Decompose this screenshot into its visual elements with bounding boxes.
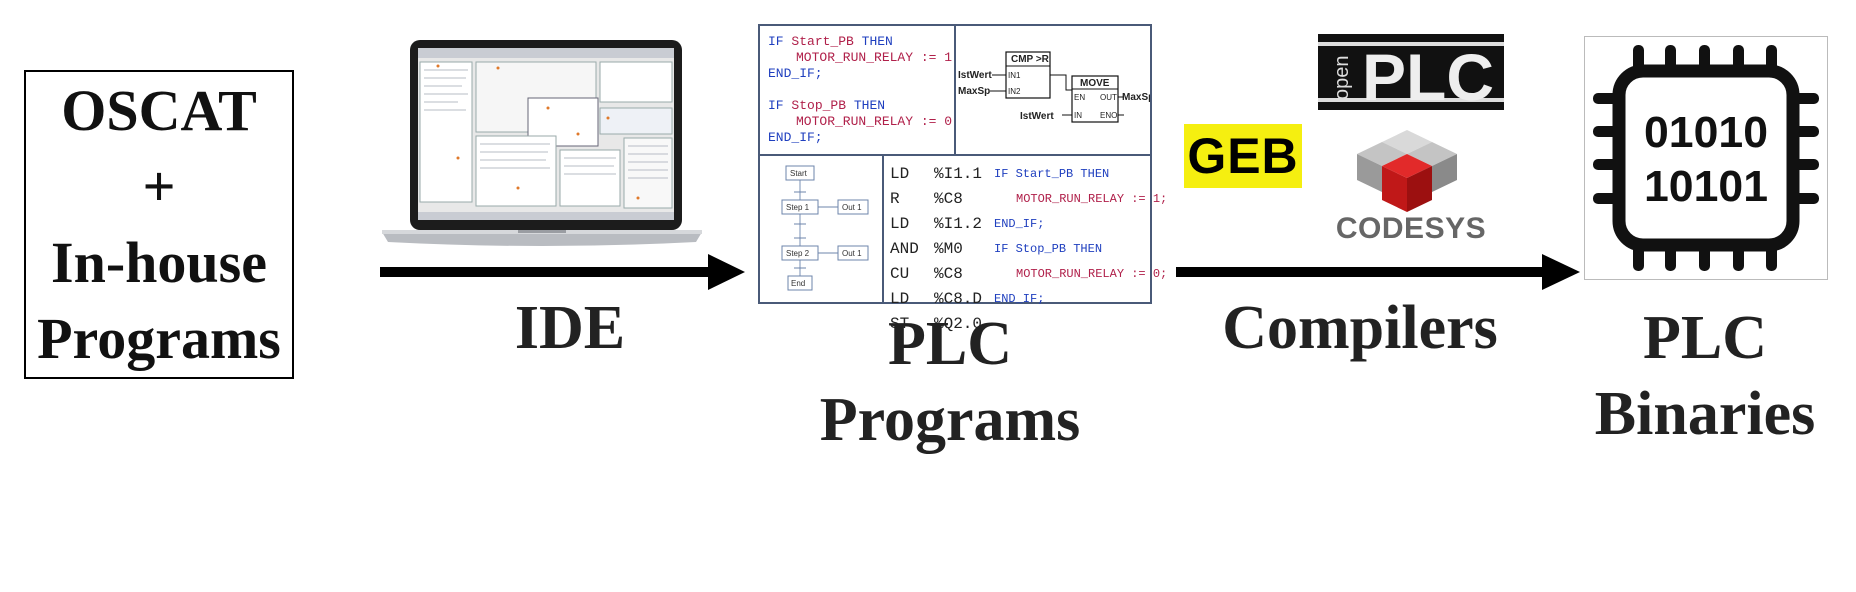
st-code-panel: IF Start_PB THEN MOTOR_RUN_RELAY := 1; E… <box>758 24 960 156</box>
fbd-move-title: MOVE <box>1080 78 1110 89</box>
fbd-cmp-title: CMP >R <box>1011 54 1050 65</box>
il-row: ST %Q2.0 <box>890 312 994 337</box>
fbd-move-in: IN <box>1074 111 1082 120</box>
il-row: R %C8 <box>890 187 994 212</box>
fbd-cmp-in1: IN1 <box>1008 71 1021 80</box>
openplc-logo: open PLC <box>1318 34 1504 110</box>
fbd-diagram: CMP >R IN1 IN2 IstWert MaxSp MOVE EN OUT… <box>958 51 1154 123</box>
il-op: ST <box>890 315 910 333</box>
codesys-logo-text: CODESYS <box>1335 212 1487 245</box>
openplc-big-text: PLC <box>1362 40 1494 110</box>
il-st-l3: END_IF; <box>994 217 1045 231</box>
chip-icon: 01010 10101 <box>1593 45 1819 271</box>
st-l3: END_IF; <box>768 66 823 81</box>
fbd-left-in2: MaxSp <box>958 86 990 97</box>
sfc-step1: Step 1 <box>786 203 810 212</box>
sfc-step2: Step 2 <box>786 249 810 258</box>
geb-logo: GEB <box>1184 124 1302 188</box>
label-plc-programs-line1: PLC <box>888 310 1012 378</box>
il-st-l1-var: Start_PB <box>1015 167 1074 181</box>
chip-row2: 10101 <box>1644 162 1768 211</box>
il-st-l2: MOTOR_RUN_RELAY := 1; <box>1016 192 1168 206</box>
il-st-l1-kw2: THEN <box>1080 167 1110 181</box>
st-l4-var: Stop_PB <box>791 98 847 113</box>
il-st-column: IF Start_PB THEN MOTOR_RUN_RELAY := 1; E… <box>994 162 1168 337</box>
il-st-l1-kw: IF <box>994 167 1009 181</box>
il-op: LD <box>890 290 910 308</box>
il-st-l4-kw2: THEN <box>1073 242 1103 256</box>
il-row: LD %C8.D <box>890 287 994 312</box>
fbd-move-out-var: MaxSp <box>1122 92 1150 103</box>
il-row: CU %C8 <box>890 262 994 287</box>
st-l1-var: Start_PB <box>791 34 854 49</box>
il-arg: %I1.2 <box>934 215 983 233</box>
il-arg: %C8 <box>934 190 963 208</box>
label-ide: IDE <box>514 294 626 362</box>
il-op: CU <box>890 265 910 283</box>
label-plc-binaries-line1: PLC <box>1643 304 1767 372</box>
st-l1-kw: IF <box>768 34 784 49</box>
source-title-programs: Programs <box>37 305 281 371</box>
il-op: LD <box>890 165 910 183</box>
il-st-l5: MOTOR_RUN_RELAY := 0; <box>1016 267 1168 281</box>
il-op: LD <box>890 215 910 233</box>
il-row: LD %I1.1 <box>890 162 994 187</box>
arrow-ide-to-programs <box>380 254 745 290</box>
fbd-panel: CMP >R IN1 IN2 IstWert MaxSp MOVE EN OUT… <box>954 24 1154 156</box>
il-st-l6: END_IF; <box>994 292 1045 306</box>
st-l4-kw2: THEN <box>853 98 886 113</box>
source-programs-box: OSCAT + In-house Programs <box>24 70 294 379</box>
binary-chip-frame: 01010 10101 <box>1584 36 1828 280</box>
source-title-oscat: OSCAT <box>61 77 257 143</box>
source-plus: + <box>142 153 176 219</box>
chip-row1: 01010 <box>1644 108 1768 157</box>
il-arg: %M0 <box>934 240 963 258</box>
st-l6: END_IF; <box>768 130 823 145</box>
st-l2: MOTOR_RUN_RELAY := 1; <box>796 50 960 65</box>
label-plc-programs-line2: Programs <box>819 386 1081 454</box>
sfc-out1b: Out 1 <box>842 249 862 258</box>
il-st-l4-kw: IF <box>994 242 1009 256</box>
sfc-panel: Start Step 1 Out 1 Step 2 Out 1 End <box>758 154 884 304</box>
sfc-out1a: Out 1 <box>842 203 862 212</box>
laptop-ide-icon <box>382 40 702 246</box>
il-arg: %Q2.0 <box>934 315 983 333</box>
il-row: LD %I1.2 <box>890 212 994 237</box>
codesys-cube-icon <box>1357 130 1457 212</box>
arrow-compilers-to-binaries <box>1176 254 1580 290</box>
sfc-end: End <box>791 279 805 288</box>
label-compilers: Compilers <box>1222 294 1498 362</box>
fbd-move-in-var: IstWert <box>1020 111 1054 122</box>
il-st-l4-var: Stop_PB <box>1015 242 1067 256</box>
source-title-inhouse: In-house <box>51 229 267 295</box>
label-plc-binaries-line2: Binaries <box>1594 380 1816 448</box>
st-l5: MOTOR_RUN_RELAY := 0; <box>796 114 960 129</box>
il-arg: %I1.1 <box>934 165 983 183</box>
sfc-start: Start <box>790 169 808 178</box>
openplc-small-text: open <box>1331 56 1353 101</box>
fbd-move-eno: ENO <box>1100 111 1117 120</box>
il-row: AND %M0 <box>890 237 994 262</box>
sfc-diagram: Start Step 1 Out 1 Step 2 Out 1 End <box>781 165 869 291</box>
st-l1-kw2: THEN <box>861 34 893 49</box>
il-arg: %C8.D <box>934 290 983 308</box>
fbd-cmp-in2: IN2 <box>1008 87 1021 96</box>
il-arg: %C8 <box>934 265 963 283</box>
fbd-left-in1: IstWert <box>958 70 992 81</box>
st-l4-kw: IF <box>768 98 784 113</box>
fbd-move-out: OUT <box>1100 93 1117 102</box>
fbd-move-en: EN <box>1074 93 1085 102</box>
il-op: AND <box>890 240 919 258</box>
il-op: R <box>890 190 900 208</box>
